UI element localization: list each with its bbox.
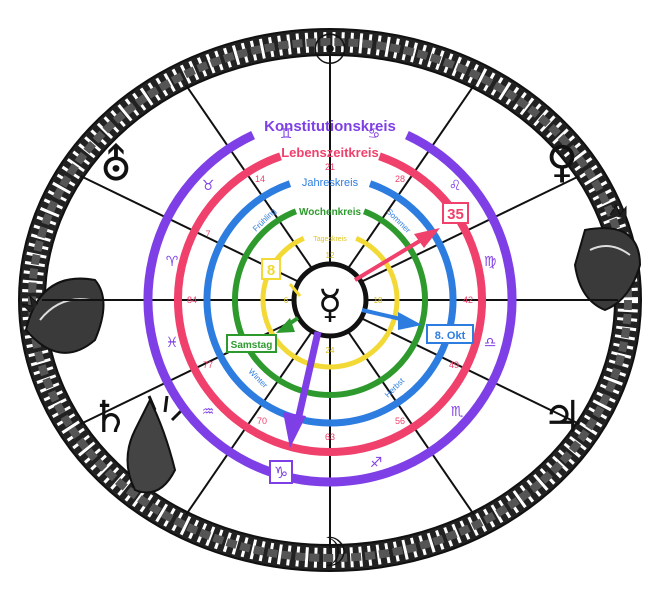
libra-icon: ♎ <box>484 335 497 351</box>
lebenszeit-pointer <box>353 228 440 282</box>
scorpio-icon: ♏ <box>451 404 464 420</box>
saturn-icon: ♄ <box>90 392 129 443</box>
mercury-icon: ☿ <box>318 282 343 328</box>
hour-box: 8 <box>261 258 281 280</box>
konstitutionskreis-label: Konstitutionskreis <box>264 118 396 135</box>
tages-pointer <box>288 283 302 297</box>
sagittarius-icon: ♐ <box>370 455 383 471</box>
aries-icon: ♈ <box>166 254 179 270</box>
spoke-line <box>362 318 580 425</box>
wochenkreis-ring <box>232 208 428 398</box>
hour-value: 8 <box>267 262 275 279</box>
taurus-icon: ♉ <box>202 178 215 194</box>
virgo-icon: ♍ <box>484 254 497 270</box>
tageskreis-label: Tageskreis <box>313 236 347 243</box>
lebenszeitkreis-label: Lebenszeitkreis <box>281 145 379 160</box>
jupiter-icon: ♃ <box>542 392 581 443</box>
age-56-label: 56 <box>395 416 405 426</box>
moon-icon: ☽ <box>312 530 348 576</box>
age-63-label: 63 <box>325 432 335 442</box>
pisces-icon: ♓ <box>166 335 179 351</box>
age-49-label: 49 <box>449 360 459 370</box>
tages-numbers: 12 6 18 24 <box>284 251 383 355</box>
weekday-box: Samstag <box>226 334 277 353</box>
mars-earth-icon: ⛢ <box>100 140 132 191</box>
serpent-head-right <box>573 203 642 312</box>
gemini-icon: ♊ <box>280 126 293 142</box>
lebenszeit-numbers: 21 28 14 7 84 42 77 49 70 56 63 <box>187 162 473 442</box>
center-circle <box>291 261 369 339</box>
hour-18-label: 18 <box>374 296 383 305</box>
konstitutionskreis-ring <box>143 130 517 487</box>
weekday-value: Samstag <box>231 340 273 351</box>
age-42-label: 42 <box>463 295 473 305</box>
capricorn-icon: ♑ <box>274 463 288 482</box>
jahreskreis-label: Jahreskreis <box>302 177 359 189</box>
hour-6-label: 6 <box>284 296 289 305</box>
hour-12-label: 12 <box>326 251 335 260</box>
sun-icon: ☉ <box>311 25 349 74</box>
serpent-head-left <box>20 277 105 354</box>
age-value: 35 <box>447 206 464 223</box>
date-box: 8. Okt <box>426 324 474 344</box>
jahres-pointer <box>361 308 422 330</box>
wochenkreis-label: Wochenkreis <box>299 207 361 218</box>
spoke-line <box>362 175 580 282</box>
age-77-label: 77 <box>203 360 213 370</box>
serpent-claw <box>126 395 184 494</box>
age-21-label: 21 <box>325 162 335 172</box>
date-value: 8. Okt <box>435 330 466 342</box>
age-84-label: 84 <box>187 295 197 305</box>
jahreskreis-ring <box>203 180 457 427</box>
wochen-pointer <box>276 316 300 333</box>
lebenszeitkreis-ring <box>174 152 486 456</box>
age-7-label: 7 <box>205 229 210 239</box>
aquarius-icon: ♒ <box>202 404 215 420</box>
age-box: 35 <box>442 202 469 224</box>
venus-icon: ♀ <box>546 137 578 188</box>
cancer-icon: ♋ <box>368 126 381 142</box>
sign-box: ♑ <box>269 460 293 484</box>
leo-icon: ♌ <box>449 178 462 194</box>
hour-24-label: 24 <box>326 346 335 355</box>
age-28-label: 28 <box>395 174 405 184</box>
age-14-label: 14 <box>255 174 265 184</box>
age-70-label: 70 <box>257 416 267 426</box>
konstitution-pointer <box>283 331 322 448</box>
